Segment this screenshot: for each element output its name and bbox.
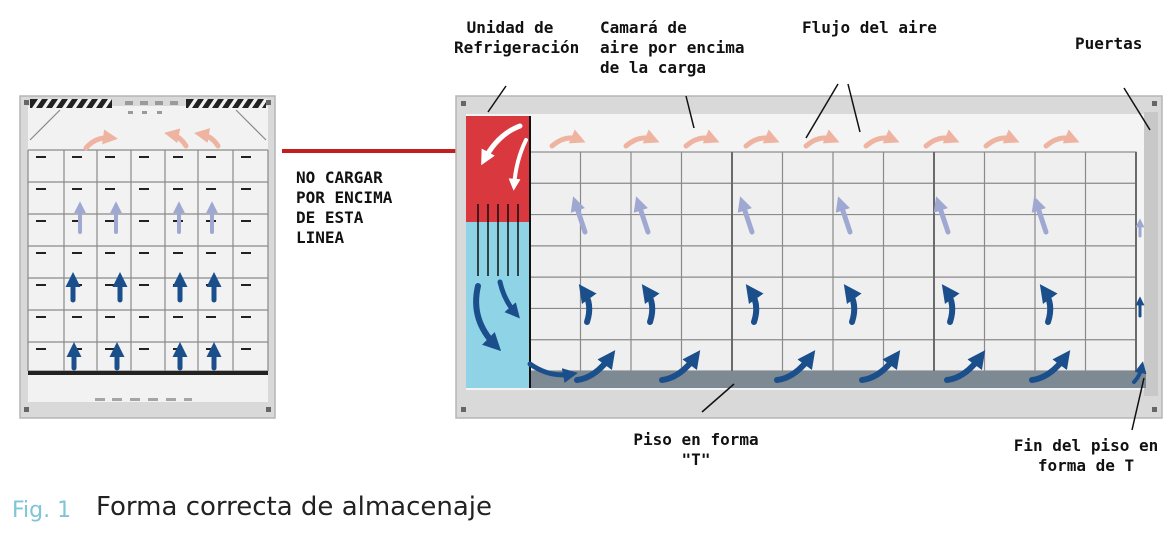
hazard-stripe-right (186, 99, 268, 108)
side-view (455, 95, 1163, 419)
hazard-stripe-left (30, 99, 112, 108)
label-refrigeration-unit: Unidad de Refrigeración (454, 18, 580, 57)
side-view-airflow (549, 129, 1147, 384)
cross-section-view (19, 95, 276, 419)
label-end-t-floor: Fin del piso en forma de T (1013, 436, 1159, 475)
cross-section-airflow (65, 128, 222, 371)
label-air-flow: Flujo del aire (802, 18, 937, 37)
leader-lines (487, 83, 1151, 431)
t-floor (528, 371, 1146, 388)
figure-number: Fig. 1 (12, 498, 72, 523)
label-air-chamber: Camará de aire por encima de la carga (600, 18, 745, 77)
label-t-floor: Piso en forma "T" (633, 430, 759, 469)
figure-caption: Forma correcta de almacenaje (96, 492, 493, 522)
cross-section-floor (28, 371, 268, 375)
door-post (1144, 112, 1158, 396)
label-no-load: NO CARGAR POR ENCIMA DE ESTA LINEA (296, 168, 393, 247)
label-doors: Puertas (1075, 34, 1143, 53)
